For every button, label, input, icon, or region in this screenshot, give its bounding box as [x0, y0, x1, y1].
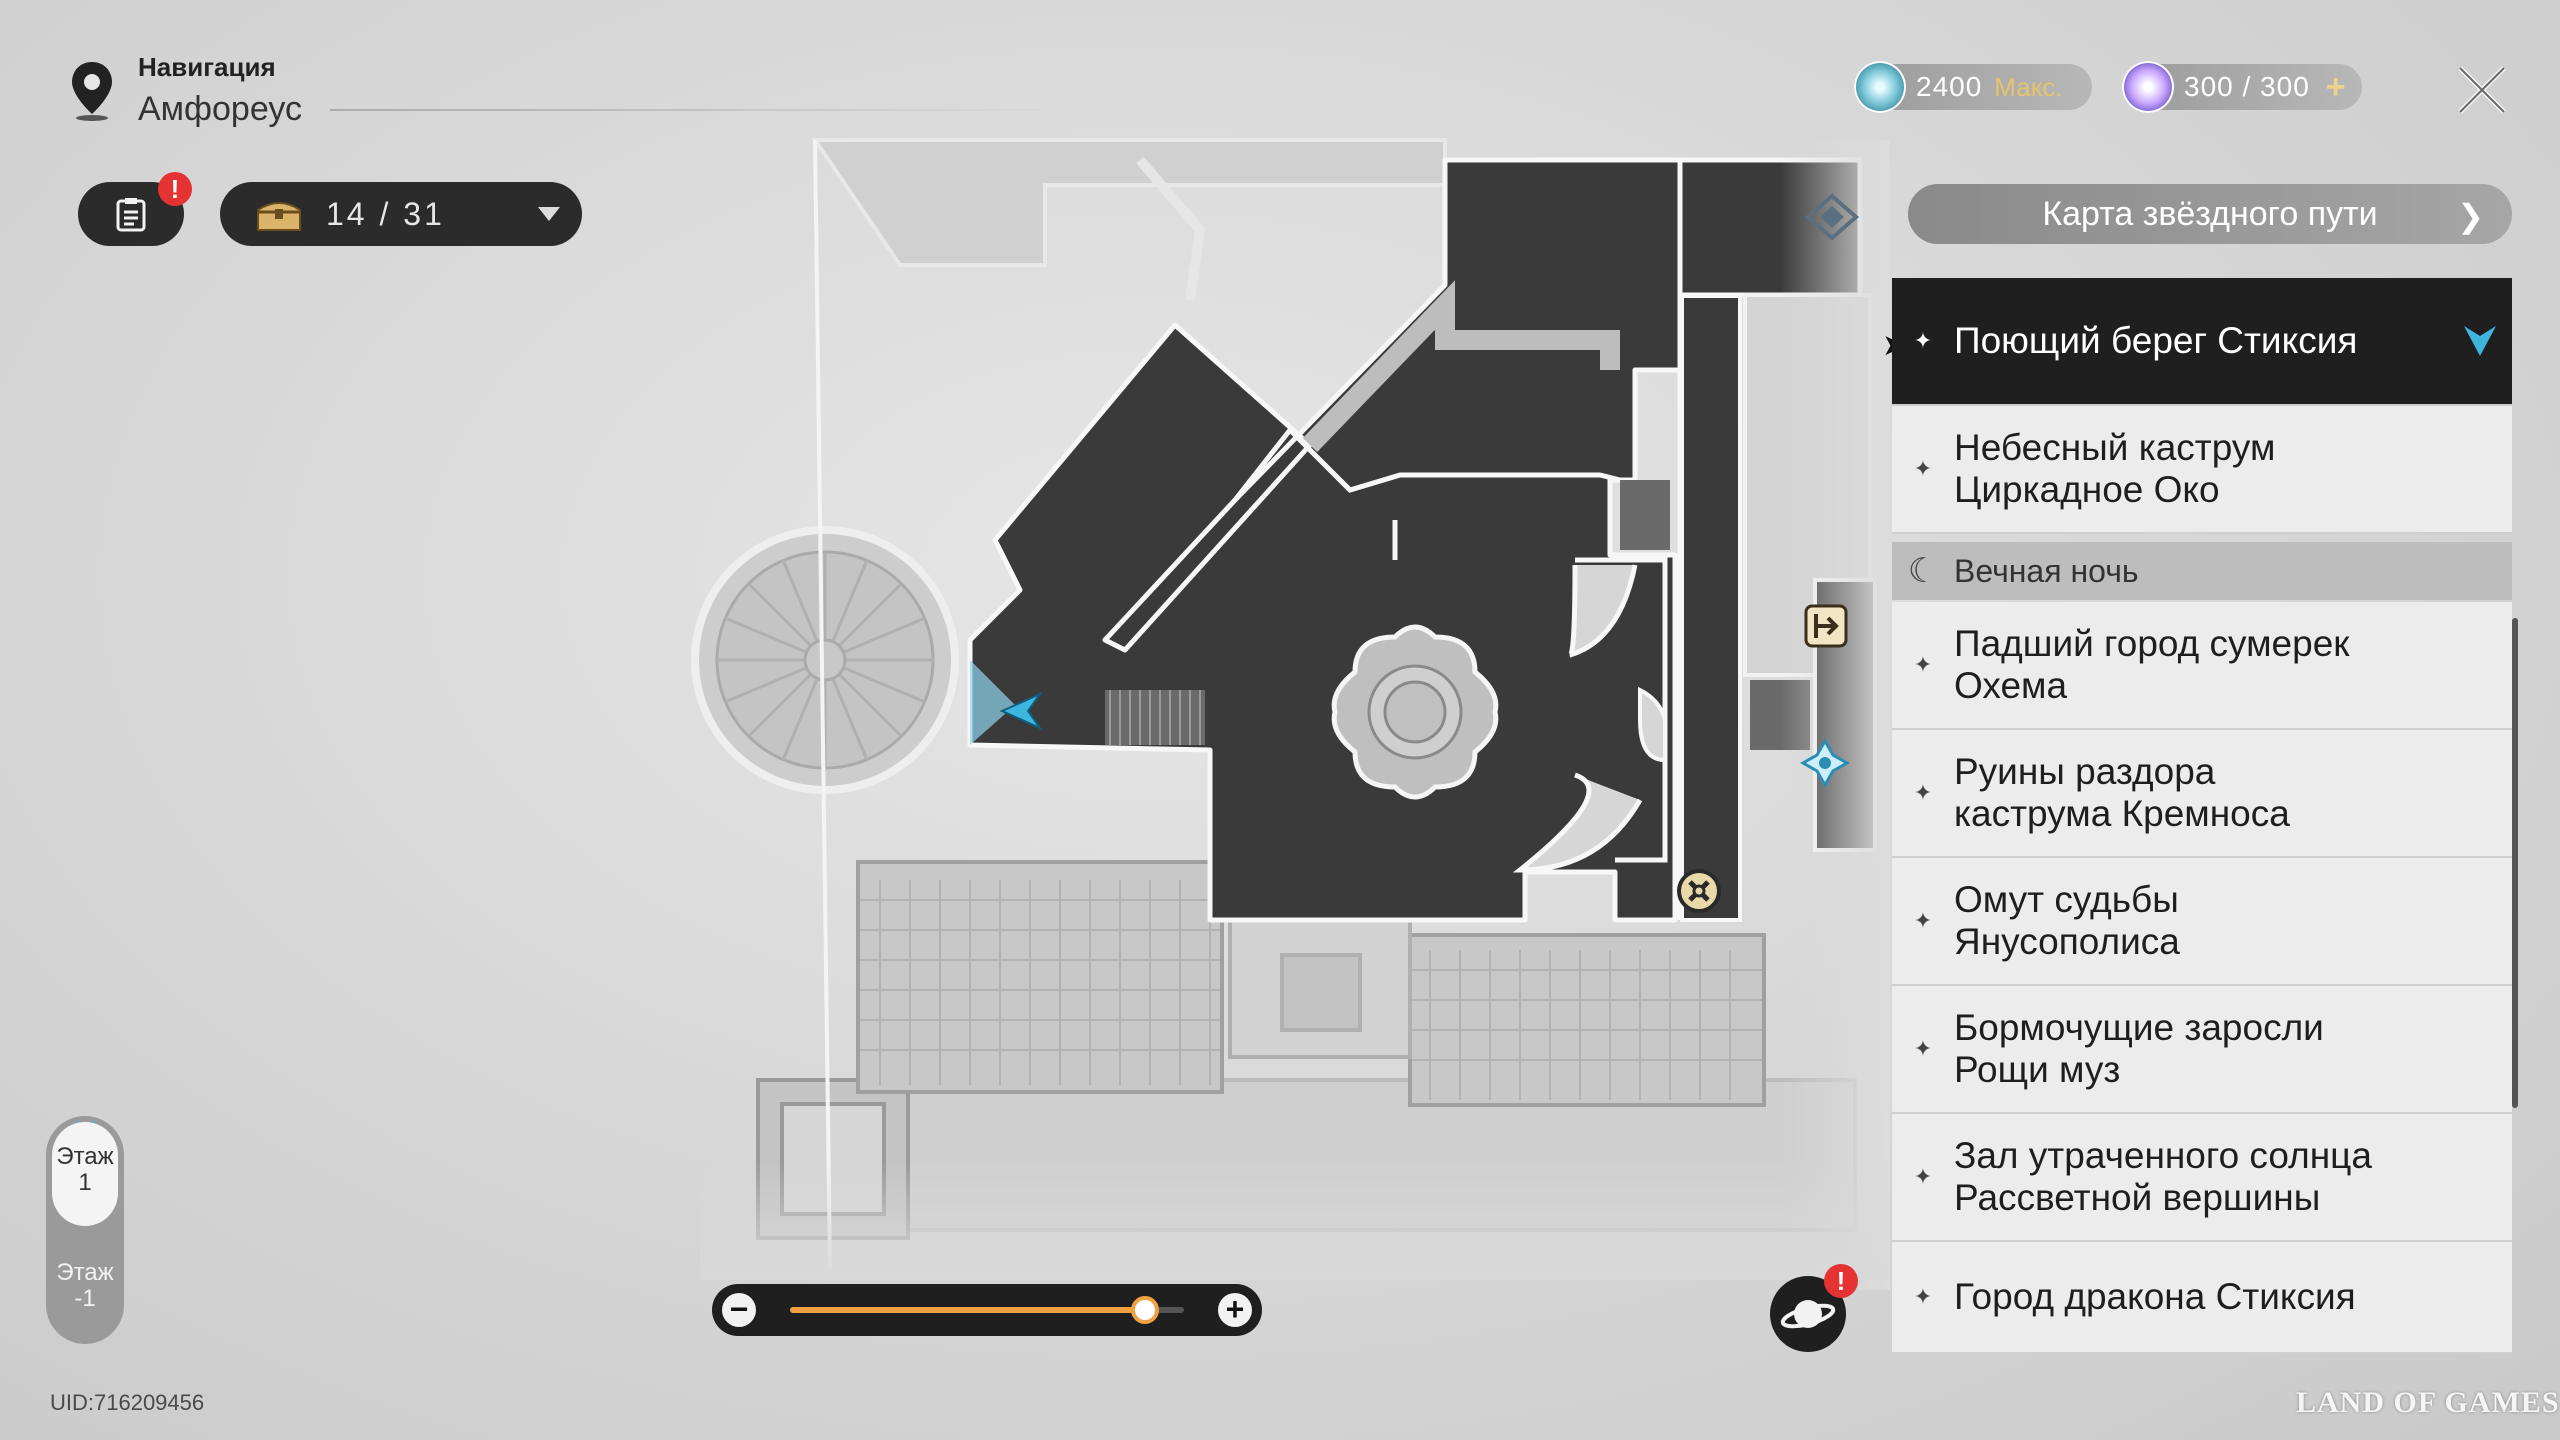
navigation-label: Навигация	[138, 52, 276, 82]
area-item-kremnos[interactable]: ✦ Руины раздора каструма Кремноса	[1892, 730, 2512, 858]
treasure-chest-icon	[257, 202, 301, 231]
trailblaze-power-value: 300 / 300	[2184, 71, 2310, 102]
floor-1-button[interactable]: Этаж 1	[52, 1122, 118, 1226]
stellar-jade-icon	[1854, 61, 1906, 113]
area-item-castrum[interactable]: ✦ Небесный каструм Циркадное Око	[1892, 406, 2512, 534]
area-item-label: Поющий берег Стиксия	[1954, 320, 2358, 361]
planet-button[interactable]	[1770, 1276, 1846, 1352]
chevron-down-icon	[538, 207, 560, 221]
area-item-label: Бормочущие заросли Рощи муз	[1954, 1007, 2324, 1090]
watermark: LAND OF GAMES	[2296, 1386, 2560, 1419]
stellar-jade-max: Макс.	[1994, 71, 2063, 102]
user-id: UID:716209456	[50, 1390, 205, 1415]
sparkle-icon: ✦	[1913, 652, 1933, 677]
stellar-jade-value: 2400	[1916, 71, 1983, 102]
sparkle-icon: ✦	[1913, 456, 1933, 481]
area-item-grove-of-muses[interactable]: ✦ Бормочущие заросли Рощи муз	[1892, 986, 2512, 1114]
area-item-label: Зал утраченного солнца Рассветной вершин…	[1954, 1135, 2372, 1218]
zoom-fill	[790, 1307, 1145, 1313]
floor-label: Этаж 1	[56, 1143, 114, 1196]
area-group-label: Вечная ночь	[1954, 552, 2139, 589]
space-anchor-icon[interactable]	[1800, 738, 1850, 788]
area-item-label: Падший город сумерек Охема	[1954, 623, 2350, 706]
zoom-slider[interactable]	[790, 1296, 1184, 1324]
map-pin-icon	[72, 62, 112, 121]
zoom-out-button[interactable]: −	[722, 1293, 756, 1327]
clipboard-icon	[116, 198, 146, 232]
area-item-label: Небесный каструм Циркадное Око	[1954, 427, 2276, 510]
zoom-in-button[interactable]: +	[1218, 1293, 1252, 1327]
area-item-dawn-peak[interactable]: ✦ Зал утраченного солнца Рассветной верш…	[1892, 1114, 2512, 1242]
zoom-handle[interactable]	[1130, 1296, 1159, 1324]
sparkle-icon: ✦	[1913, 780, 1933, 805]
sparkle-icon: ✦	[1913, 1036, 1933, 1061]
close-icon[interactable]	[2452, 60, 2512, 120]
floor-minus1-button[interactable]: Этаж -1	[52, 1246, 118, 1336]
floor-label: Этаж -1	[56, 1259, 114, 1312]
trailblaze-power-icon	[2122, 61, 2174, 113]
exit-door-icon[interactable]	[1804, 604, 1848, 648]
sparkle-icon: ✦	[1913, 1164, 1933, 1189]
header-divider	[330, 109, 1070, 111]
area-list: ✦ Поющий берег Стиксия ✦ Небесный кастру…	[1892, 278, 2516, 1360]
sparkle-icon: ✦	[1913, 328, 1933, 353]
crescent-moon-icon: ☾	[1907, 552, 1939, 590]
star-rail-map-label: Карта звёздного пути	[2042, 194, 2378, 233]
compass-marker-icon	[1804, 193, 1860, 241]
area-item-label: Руины раздора каструма Кремноса	[1954, 751, 2290, 834]
chevron-right-icon: ❯	[2457, 198, 2484, 234]
planet-alert-badge: !	[1824, 1264, 1858, 1298]
player-arrow-icon	[1000, 692, 1042, 730]
area-item-label: Омут судьбы Янусополиса	[1954, 879, 2180, 962]
star-rail-map-button[interactable]: Карта звёздного пути ❯	[1908, 184, 2512, 244]
area-item-styxia-shore[interactable]: ✦ Поющий берег Стиксия	[1892, 278, 2512, 406]
chest-count: 14 / 31	[326, 195, 445, 232]
quest-alert-badge: !	[158, 172, 192, 206]
planet-icon	[1780, 1300, 1836, 1329]
treasure-chest-dropdown[interactable]: 14 / 31	[220, 182, 582, 246]
sparkle-icon: ✦	[1913, 908, 1933, 933]
current-location: Амфореус	[138, 90, 302, 128]
sparkle-icon: ✦	[1913, 1284, 1933, 1309]
trailblaze-power-counter[interactable]: 300 / 300 +	[2122, 61, 2362, 113]
area-list-scrollbar[interactable]	[2512, 618, 2518, 1108]
stellar-jade-counter: 2400 Макс.	[1854, 61, 2092, 113]
area-item-label: Город дракона Стиксия	[1954, 1276, 2356, 1317]
calyx-icon[interactable]	[1676, 868, 1722, 914]
add-power-button[interactable]: +	[2325, 67, 2346, 106]
area-item-okhema[interactable]: ✦ Падший город сумерек Охема	[1892, 602, 2512, 730]
area-group-header: ☾ Вечная ночь	[1892, 542, 2512, 600]
current-area-marker-icon	[2464, 326, 2496, 356]
zoom-control: − +	[712, 1284, 1262, 1336]
area-item-dragon-city[interactable]: ✦ Город дракона Стиксия	[1892, 1242, 2512, 1354]
area-item-janusopolis[interactable]: ✦ Омут судьбы Янусополиса	[1892, 858, 2512, 986]
